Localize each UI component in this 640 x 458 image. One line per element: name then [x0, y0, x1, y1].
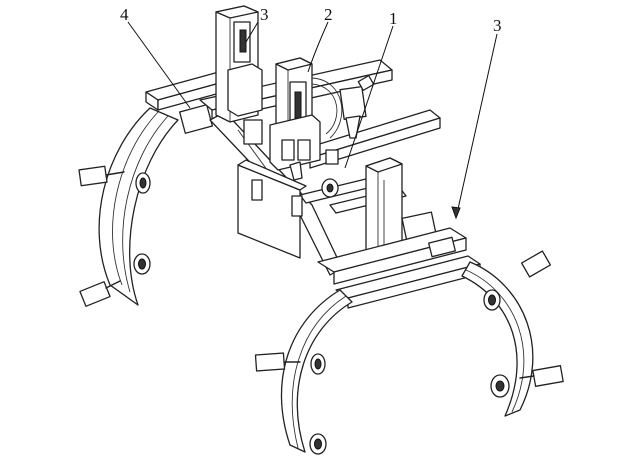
leader-line-3-rear — [245, 21, 259, 43]
front-right-roller-upper — [483, 289, 501, 311]
front-right-roller-lower — [490, 374, 510, 398]
cable-loop — [311, 77, 343, 139]
front-arc-handle-right-lower — [519, 365, 564, 387]
leader-line-4 — [127, 21, 191, 109]
callout-4: 4 — [120, 5, 129, 24]
callout-3-front: 3 — [493, 16, 502, 35]
left-arc-rail — [98, 107, 179, 306]
leader-line-3-front — [455, 33, 498, 219]
rear-vertical-actuator — [215, 5, 263, 145]
left-arc-handle-upper — [78, 165, 125, 187]
front-left-roller-upper — [310, 353, 326, 375]
callout-1: 1 — [389, 9, 398, 28]
leader-line-2 — [307, 21, 329, 73]
left-arc-roller-lower — [133, 253, 151, 275]
mounting-plate — [237, 159, 307, 259]
front-cross-beam — [317, 227, 481, 309]
front-left-roller-lower — [309, 433, 327, 455]
right-vertical-slide — [365, 157, 437, 259]
front-left-arc-rail — [280, 289, 353, 453]
tool-heads — [321, 75, 375, 198]
callout-2: 2 — [324, 5, 333, 24]
leader-arrowhead-3-front — [451, 206, 461, 220]
front-vertical-actuator — [269, 57, 321, 181]
callout-3-rear: 3 — [260, 5, 269, 24]
left-arc-handle-lower — [79, 280, 121, 307]
front-arc-handle-left — [254, 352, 301, 372]
leader-line-1 — [344, 25, 394, 169]
left-arc-roller-upper — [135, 172, 151, 194]
front-arc-handle-right-upper — [520, 250, 552, 278]
